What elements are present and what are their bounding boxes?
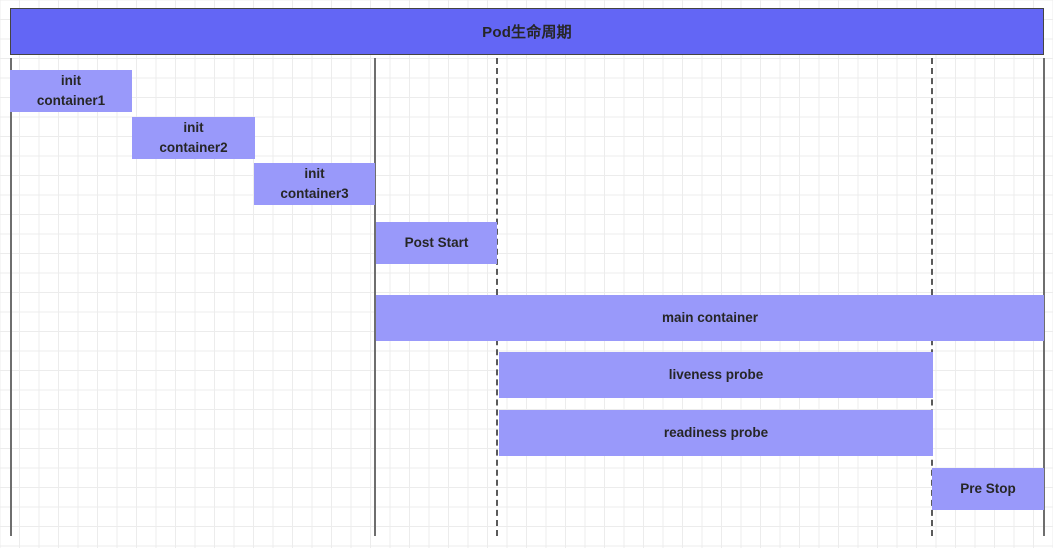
init-container-3-label: init container3: [280, 166, 349, 201]
right-boundary-line: [1043, 58, 1045, 536]
diagram-title-bar: Pod生命周期: [10, 8, 1044, 55]
left-boundary-line: [10, 58, 12, 536]
init-container-1-bar[interactable]: init container1: [10, 70, 132, 112]
pre-stop-bar[interactable]: Pre Stop: [932, 468, 1044, 510]
init-container-1-label: init container1: [36, 73, 106, 108]
pre-stop-label: Pre Stop: [960, 481, 1016, 497]
main-container-label: main container: [661, 310, 759, 326]
post-start-bar[interactable]: Post Start: [376, 222, 497, 264]
readiness-probe-bar[interactable]: readiness probe: [499, 410, 933, 456]
main-container-bar[interactable]: main container: [376, 295, 1044, 341]
page-title: Pod生命周期: [482, 24, 572, 41]
post-start-label: Post Start: [404, 235, 469, 251]
init-container-3-bar[interactable]: init container3: [254, 163, 375, 205]
readiness-probe-label: readiness probe: [663, 425, 769, 441]
init-container-2-bar[interactable]: init container2: [132, 117, 255, 159]
init-container-2-label: init container2: [159, 120, 228, 155]
init-phase-end-line: [374, 58, 376, 536]
liveness-probe-bar[interactable]: liveness probe: [499, 352, 933, 398]
liveness-probe-label: liveness probe: [668, 367, 764, 383]
